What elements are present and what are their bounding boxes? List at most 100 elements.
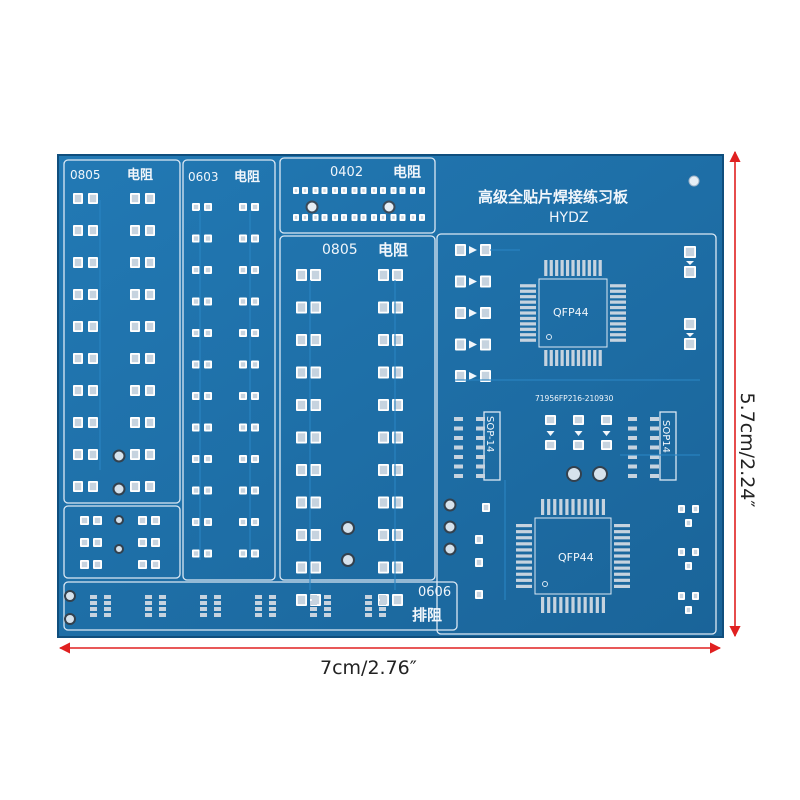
array-pad <box>365 595 372 599</box>
pad <box>252 299 258 304</box>
pad <box>146 290 154 299</box>
qfp-pin <box>571 597 575 613</box>
qfp-pin <box>593 350 597 366</box>
board-part-number: 71956FP216-210930 <box>535 394 614 403</box>
pad <box>89 290 97 299</box>
qfp-pin <box>541 597 545 613</box>
pad <box>297 335 306 345</box>
array-pad <box>200 595 207 599</box>
qfp-pin <box>610 316 626 321</box>
pad <box>74 482 82 491</box>
qfp-pin <box>520 316 536 321</box>
pad <box>139 561 146 568</box>
pad <box>74 290 82 299</box>
pad <box>362 215 365 220</box>
qfp-pin <box>610 284 626 288</box>
pad <box>379 400 388 410</box>
pad <box>420 215 424 220</box>
pad <box>89 194 97 203</box>
qfp-pin <box>520 295 536 299</box>
pad <box>89 450 97 459</box>
pad <box>89 258 97 267</box>
diode-mark <box>686 261 694 265</box>
qfp-pin <box>589 499 593 515</box>
pad <box>297 465 306 475</box>
qfp-pin <box>610 333 626 337</box>
pad <box>297 563 306 572</box>
pad <box>333 215 337 220</box>
array-pad <box>310 607 317 611</box>
via-hole <box>114 544 124 554</box>
pad <box>252 393 258 399</box>
pad <box>411 188 415 193</box>
pad <box>372 188 376 193</box>
pad <box>139 539 146 546</box>
pad <box>393 498 402 507</box>
pad <box>205 456 211 462</box>
array-pad <box>145 613 152 617</box>
pad <box>152 561 159 568</box>
pad <box>393 400 402 410</box>
qfp-pin <box>614 578 630 582</box>
qfp-pin <box>610 311 626 315</box>
diode-mark <box>469 246 477 254</box>
qfp-pin <box>614 536 630 540</box>
pad <box>311 303 320 312</box>
pad <box>146 450 154 459</box>
pad <box>146 322 154 331</box>
pad <box>131 418 139 427</box>
pad <box>240 519 246 525</box>
diode-mark <box>602 431 611 436</box>
pad <box>294 188 298 193</box>
sop-pin <box>454 455 463 459</box>
qfp-pin <box>549 350 553 366</box>
sop-pin <box>476 436 485 440</box>
pad <box>679 549 684 555</box>
pad <box>252 519 258 525</box>
array-pad <box>324 607 331 611</box>
qfp-pin <box>520 333 536 337</box>
diode-mark <box>469 309 477 317</box>
sop-pin <box>476 455 485 459</box>
pad <box>252 267 258 273</box>
sop-pin <box>650 445 659 450</box>
pad <box>240 456 246 462</box>
component-pads <box>64 187 700 625</box>
section-top-0402 <box>279 157 436 234</box>
qfp-pin <box>560 350 564 366</box>
array-pad <box>379 607 386 611</box>
pad <box>74 418 82 427</box>
sop-pin <box>454 464 463 469</box>
pad <box>81 561 88 568</box>
pad <box>131 482 139 491</box>
height-dimension-label: 5.7cm/2.24″ <box>728 330 766 570</box>
pad <box>456 277 465 286</box>
pad <box>476 591 482 598</box>
pad <box>297 433 306 442</box>
label-center-0805-name: 电阻 <box>378 241 408 259</box>
pad <box>693 593 698 599</box>
pad <box>205 519 211 525</box>
qfp-pin <box>601 597 605 613</box>
pad <box>205 362 211 367</box>
pad <box>311 595 320 605</box>
pad <box>379 270 388 280</box>
array-pad <box>379 613 386 617</box>
pad <box>193 204 199 210</box>
pad <box>89 482 97 491</box>
board-brand: HYDZ <box>549 210 588 226</box>
sop-pin <box>476 474 485 478</box>
label-center-0805-code: 0805 <box>322 242 358 258</box>
array-pad <box>365 613 372 617</box>
section-ic-area <box>436 233 717 635</box>
array-pad <box>255 601 262 605</box>
qfp-pin <box>516 578 532 582</box>
qfp-pin <box>614 548 630 552</box>
pad <box>152 539 159 546</box>
qfp-pin <box>614 530 630 534</box>
qfp-pin <box>549 260 553 276</box>
pad <box>252 236 258 241</box>
array-pad <box>269 595 276 599</box>
qfp-pin <box>560 260 564 276</box>
sop-pin <box>476 464 485 469</box>
